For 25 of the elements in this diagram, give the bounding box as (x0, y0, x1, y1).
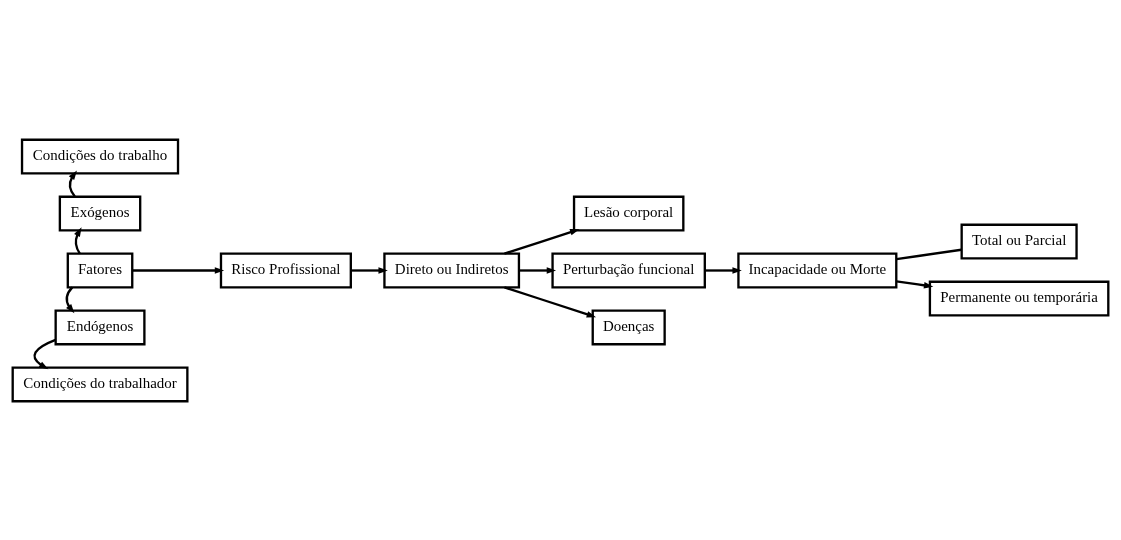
arrow (504, 228, 580, 255)
node-box: Exógenos (58, 195, 142, 231)
node-box: Lesão corporal (572, 195, 685, 231)
node-box: Total ou Parcial (960, 223, 1078, 260)
node-box: Perturbação funcional (551, 252, 706, 288)
arrow (896, 279, 934, 289)
node-box: Incapacidade ou Morte (737, 252, 898, 288)
arrow (504, 285, 597, 317)
node-box: Permanente ou temporária (928, 280, 1110, 316)
node-box: Doenças (591, 309, 666, 345)
arrow (65, 286, 75, 313)
node-box: Condições do trabalhador (11, 365, 189, 402)
connector (896, 248, 962, 260)
node-box: Condições do trabalho (20, 138, 180, 175)
arrow (350, 266, 388, 274)
node-box: Direto ou Indiretos (383, 252, 521, 288)
node-box: Risco Profissional (219, 252, 352, 288)
arrow (33, 338, 56, 369)
arrow (705, 266, 742, 274)
arrow (74, 226, 82, 254)
arrow (519, 266, 557, 274)
node-box: Fatores (66, 252, 134, 288)
node-box: Endógenos (54, 309, 146, 345)
arrow (68, 170, 77, 197)
arrow (132, 266, 225, 274)
